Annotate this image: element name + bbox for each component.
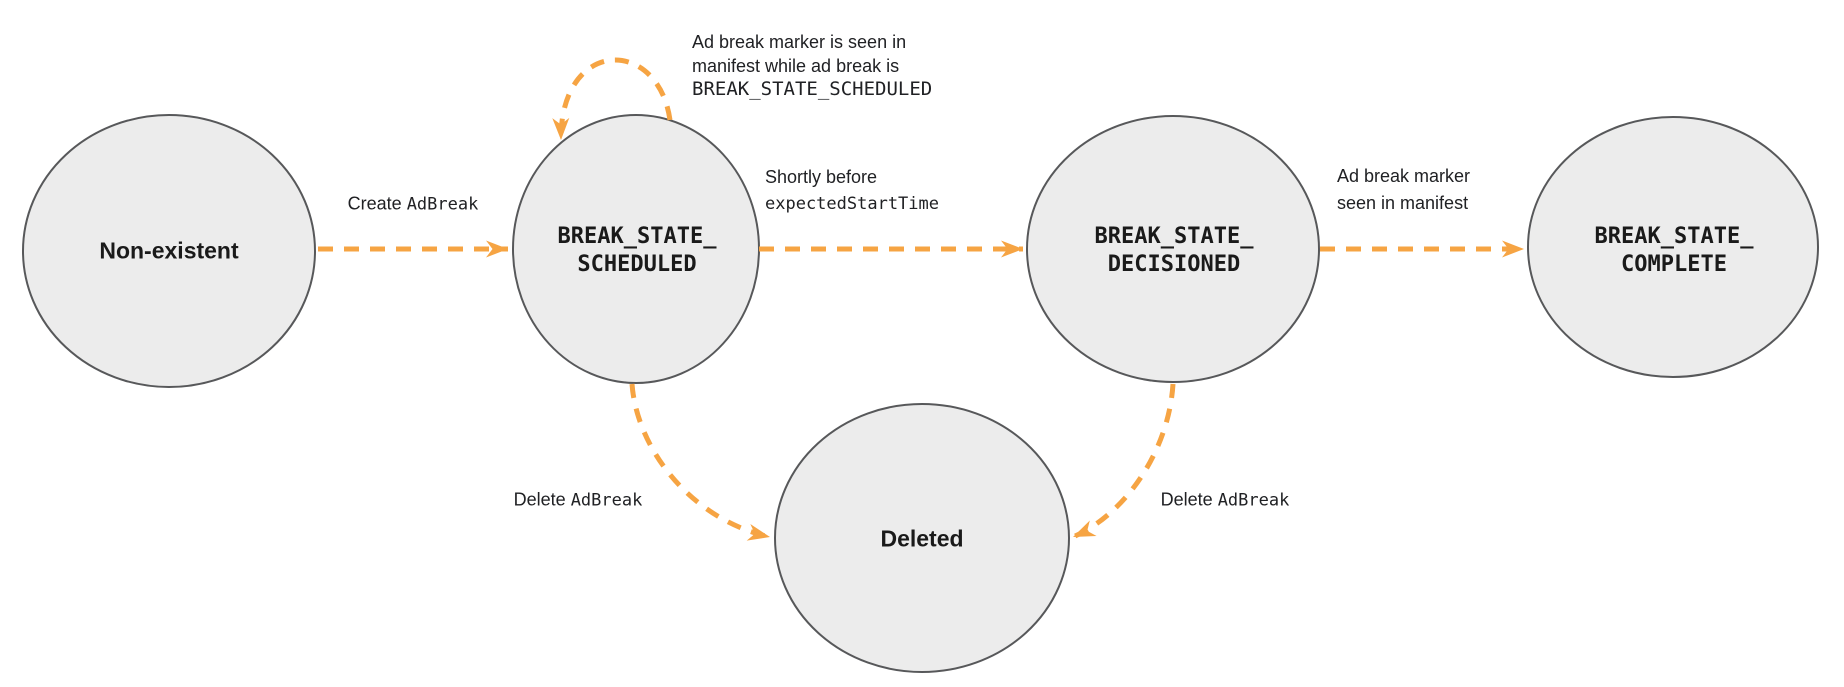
edge-arrow-self-loop-scheduled: [552, 57, 673, 141]
state-label-deleted: Deleted: [880, 526, 963, 553]
edge-label-shortly-before: Shortly before expectedStartTime: [765, 164, 939, 218]
edge-label-delete-adbreak-left: Delete AdBreak: [514, 488, 643, 513]
edge-label-create-adbreak: Create AdBreak: [348, 192, 479, 217]
state-circle-break-state-complete: [1527, 116, 1819, 378]
edge-arrow-delete-from-scheduled: [629, 383, 771, 541]
state-label-text: BREAK_STATE_: [1594, 224, 1754, 249]
edge-label-code: BREAK_STATE_SCHEDULED: [692, 78, 933, 100]
edge-label-text: Ad break marker is seen in: [692, 32, 907, 52]
edge-label-text: Shortly before: [765, 167, 878, 187]
state-label-break-state-scheduled: BREAK_STATE_ SCHEDULED: [558, 223, 717, 279]
edge-arrow-delete-from-decisioned: [1072, 383, 1176, 540]
edge-label-code: AdBreak: [406, 194, 479, 215]
edge-label-text: Create: [347, 193, 407, 214]
state-label-text: COMPLETE: [1621, 252, 1727, 277]
state-label-break-state-decisioned: BREAK_STATE_ DECISIONED: [1095, 223, 1254, 279]
state-label-text: SCHEDULED: [577, 252, 697, 277]
edge-label-text: manifest while ad break is: [692, 55, 900, 76]
state-label-text: BREAK_STATE_: [557, 224, 717, 249]
state-circle-break-state-decisioned: [1026, 115, 1320, 383]
edge-label-text: Delete: [513, 489, 571, 510]
edge-label-text: Ad break marker: [1337, 166, 1471, 186]
edge-label-text: seen in manifest: [1337, 193, 1469, 213]
state-label-break-state-complete: BREAK_STATE_ COMPLETE: [1595, 223, 1754, 279]
edge-label-code: expectedStartTime: [765, 194, 939, 214]
state-label-text: Deleted: [880, 525, 964, 552]
edge-label-self-loop: Ad break marker is seen in manifest whil…: [692, 31, 932, 102]
state-label-text: Non-existent: [99, 237, 239, 264]
state-label-text: BREAK_STATE_: [1094, 224, 1254, 249]
state-label-text: DECISIONED: [1107, 252, 1241, 277]
state-label-non-existent: Non-existent: [99, 238, 238, 265]
state-circle-deleted: [774, 403, 1070, 673]
edge-label-marker-seen: Ad break marker seen in manifest: [1337, 163, 1470, 217]
edge-label-code: AdBreak: [1217, 490, 1290, 511]
edge-label-delete-adbreak-right: Delete AdBreak: [1161, 488, 1290, 513]
edge-label-code: AdBreak: [570, 490, 643, 511]
edge-label-text: Delete: [1160, 489, 1218, 510]
state-circle-non-existent: [22, 114, 316, 388]
